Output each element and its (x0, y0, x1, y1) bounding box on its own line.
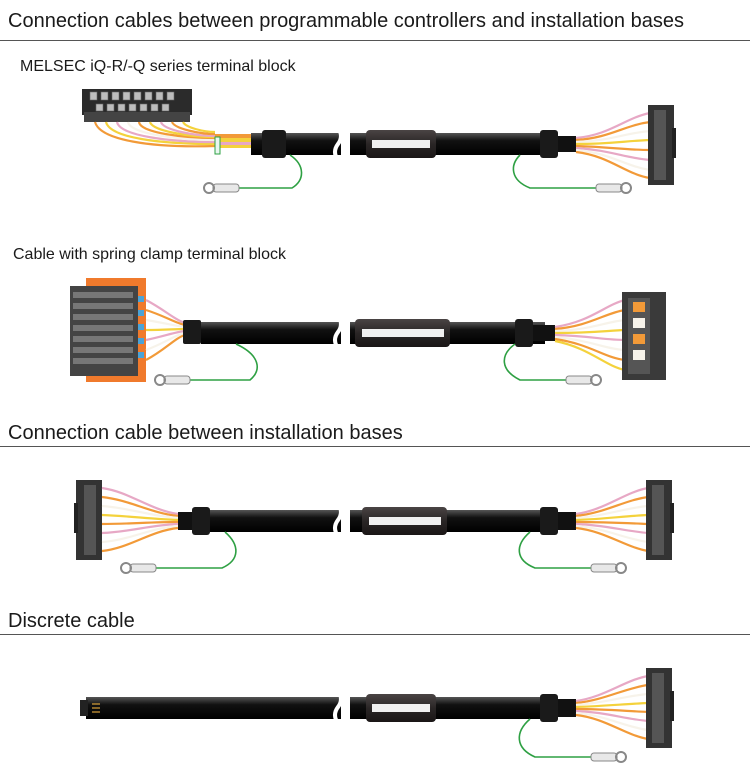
section-divider (0, 40, 750, 41)
section-divider (0, 446, 750, 447)
section-title-discrete: Discrete cable (8, 610, 135, 632)
cable-base-to-base (74, 480, 674, 574)
ground-wire-icon (154, 343, 602, 386)
connector-icon (646, 480, 674, 560)
ground-wire-icon (203, 154, 632, 194)
ground-wire-icon (120, 531, 627, 574)
connector-icon (648, 105, 676, 185)
cable-spring-clamp (70, 278, 666, 386)
cable-discrete (80, 668, 674, 763)
subtitle-spring-clamp: Cable with spring clamp terminal block (13, 246, 286, 263)
connector-icon (646, 668, 674, 748)
connector-icon (622, 292, 666, 380)
terminal-block-icon (82, 89, 192, 122)
subtitle-terminal-block: MELSEC iQ-R/-Q series terminal block (20, 58, 296, 75)
spring-clamp-block-icon (70, 278, 146, 382)
section-title-base-to-base: Connection cable between installation ba… (8, 422, 403, 444)
section-title-plc-to-base: Connection cables between programmable c… (8, 10, 684, 32)
ground-wire-icon (518, 718, 627, 763)
section-divider (0, 634, 750, 635)
cable-terminal-block (82, 89, 676, 194)
connector-icon (74, 480, 102, 560)
